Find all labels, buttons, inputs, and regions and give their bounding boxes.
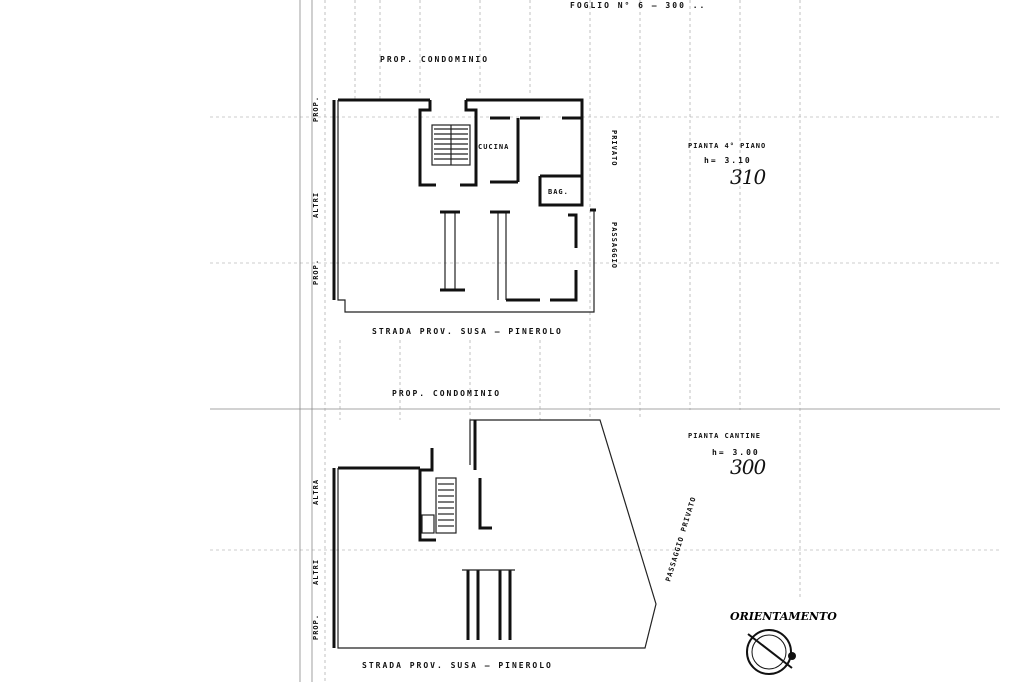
room-label-bathroom: BAG. [548,188,569,196]
drafting-grid [210,0,1000,682]
compass-icon [746,629,796,675]
upper-left-side-label-2: ALTRI [312,192,320,218]
upper-street-label: STRADA PROV. SUSA – PINEROLO [372,327,563,336]
upper-plan-height: h= 3.10 [704,156,752,165]
upper-top-neighbor-label: PROP. CONDOMINIO [380,55,489,64]
lower-plan-height: h= 3.00 [712,448,760,457]
lower-plan-title: PIANTA CANTINE [688,432,761,440]
upper-plan-title: PIANTA 4° PIANO [688,142,766,150]
upper-plan-height-handwritten: 310 [730,165,766,189]
sheet-header: FOGLIO N° 6 — 300 .. [570,1,706,10]
upper-left-side-label-1: PROP. [312,96,320,122]
upper-right-side-label-1: PRIVATO [610,130,618,167]
lower-side-passage-label: PASSAGGIO PRIVATO [664,495,698,582]
lower-street-label: STRADA PROV. SUSA – PINEROLO [362,661,553,670]
room-label-kitchen: CUCINA [478,143,509,151]
lower-stair-treads [438,483,454,527]
upper-stair-treads [434,125,468,165]
lower-left-side-label-2: ALTRI [312,559,320,585]
upper-right-side-label-2: PASSAGGIO [610,222,618,269]
lower-top-neighbor-label: PROP. CONDOMINIO [392,389,501,398]
lower-floor-plan: PROP. CONDOMINIO PASSAGGIO PRIVATO [312,389,767,670]
lower-left-side-label-1: ALTRA [312,479,320,505]
lower-left-side-label-3: PROP. [312,614,320,640]
upper-left-side-label-3: PROP. [312,259,320,285]
upper-floor-plan: PROP. CONDOMINIO CUCINA BAG. [312,55,767,336]
lower-plan-height-handwritten: 300 [730,455,766,479]
orientation-label: ORIENTAMENTO [730,610,837,623]
